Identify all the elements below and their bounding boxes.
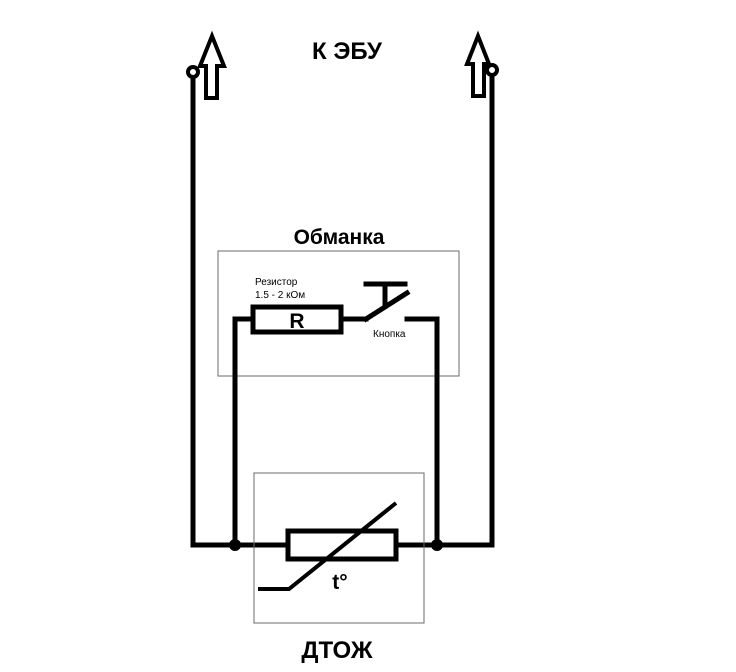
resistor-note-line1: Резистор [255, 277, 298, 288]
thermistor-slash [258, 501, 398, 591]
left-terminal [186, 30, 227, 100]
resistor-note-line2: 1.5 - 2 кОм [255, 290, 305, 301]
junction-left [229, 539, 241, 551]
resistor-letter: R [289, 310, 304, 333]
bypass-wire-right [404, 316, 440, 548]
right-terminal [464, 30, 499, 98]
bypass-box [217, 250, 460, 377]
sensor-box [253, 472, 425, 624]
ecu-label: К ЭБУ [312, 38, 383, 65]
bypass-wire-left [232, 316, 256, 548]
left-arrow-icon [197, 30, 227, 100]
right-arrow-icon [464, 30, 492, 98]
button-contact-lever [362, 289, 411, 323]
resistor-symbol [250, 304, 344, 335]
junction-right [431, 539, 443, 551]
bypass-title: Обманка [294, 226, 385, 249]
button-label: Кнопка [373, 329, 406, 340]
sensor-title: ДТОЖ [301, 637, 373, 664]
thermistor-temp-symbol: t° [332, 571, 347, 594]
push-button [362, 281, 411, 323]
